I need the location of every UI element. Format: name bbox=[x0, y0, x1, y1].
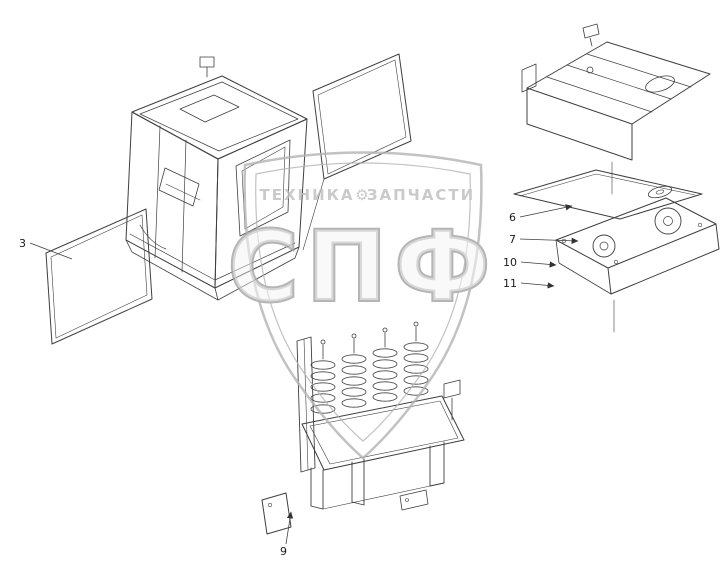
bellows-spring bbox=[372, 327, 398, 402]
bellows-spring bbox=[403, 321, 429, 396]
bellows-spring bbox=[310, 339, 336, 414]
watermark-banner-left: ТЕХНИКА bbox=[259, 186, 354, 204]
callout-7-label: 7 bbox=[509, 233, 516, 246]
gear-icon: ⚙ bbox=[355, 186, 368, 204]
callout-6-label: 6 bbox=[509, 211, 516, 224]
plate-9 bbox=[261, 492, 292, 535]
callouts: 3 6 7 10 11 9 bbox=[19, 204, 579, 558]
callout-9-label: 9 bbox=[280, 545, 287, 558]
callout-10-label: 10 bbox=[503, 256, 517, 269]
callout-6: 6 bbox=[509, 204, 573, 224]
subframe-assembly bbox=[296, 321, 465, 511]
callout-3-label: 3 bbox=[19, 237, 26, 250]
callout-11-label: 11 bbox=[503, 277, 517, 290]
cab-assembly bbox=[125, 56, 308, 301]
trim-panel-7 bbox=[555, 197, 720, 333]
bellows-spring bbox=[341, 333, 367, 408]
watermark-big-text: СПФ bbox=[228, 211, 498, 323]
callout-7: 7 bbox=[509, 233, 579, 246]
cab-roof-bracket bbox=[199, 56, 215, 78]
floor-top-bracket bbox=[582, 23, 600, 47]
windshield-panel bbox=[302, 53, 412, 251]
side-panel-3 bbox=[45, 208, 153, 345]
callout-11: 11 bbox=[503, 277, 555, 290]
watermark-banner-right: ЗАПЧАСТИ bbox=[367, 186, 475, 204]
trim-panel-6 bbox=[513, 169, 703, 220]
floor-assembly bbox=[521, 23, 711, 195]
watermark-shield: ТЕХНИКА ⚙ ЗАПЧАСТИ СПФ bbox=[226, 151, 498, 460]
callout-10: 10 bbox=[503, 256, 557, 269]
callout-3: 3 bbox=[19, 237, 73, 260]
callout-9: 9 bbox=[280, 511, 294, 558]
